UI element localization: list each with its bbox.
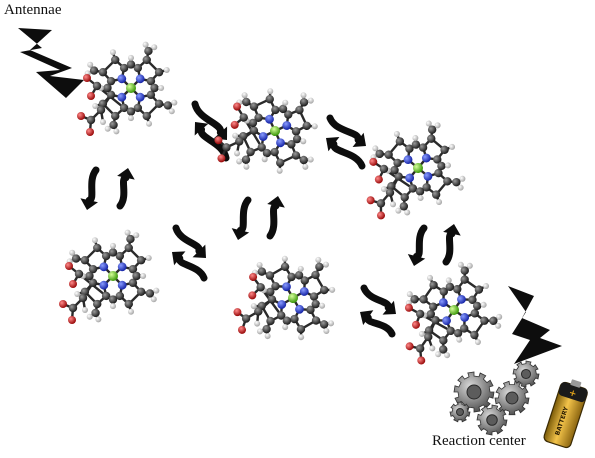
gears-icon [476,404,508,436]
gears-icon [494,380,530,416]
curved-arrow-icon [360,310,396,338]
curved-arrow-icon [326,114,366,147]
light-bolt-icon [508,286,562,364]
curved-arrow-icon [80,166,100,210]
battery-plus-sign: + [567,388,577,400]
curved-arrow-icon [116,168,135,210]
curved-arrow-icon [326,137,366,170]
curved-arrow-icon [231,196,252,240]
reaction-center-illustration: BATTERY+ [449,360,588,449]
chlorophyll-molecule-icon [366,120,466,220]
reaction-center-label: Reaction center [432,433,526,449]
chlorophyll-molecule-icon [233,255,336,341]
gears-icon [512,360,540,388]
curved-arrow-icon [442,224,461,266]
molecules [59,41,503,365]
chlorophyll-molecule-icon [214,88,318,174]
gears-icon [453,371,495,413]
antennae-label: Antennae [4,2,62,18]
curved-arrow-icon [172,251,208,282]
transfer-arrows [18,28,562,364]
curved-arrow-icon [266,196,285,240]
battery-icon: BATTERY+ [543,379,588,449]
gears-icon [449,401,471,423]
chlorophyll-molecule-icon [404,261,503,365]
curved-arrow-icon [194,122,230,162]
curved-arrow-icon [172,224,206,258]
chlorophyll-molecule-icon [59,229,160,324]
curved-arrow-icon [407,224,428,266]
light-bolt-icon [18,28,84,98]
curved-arrow-icon [360,284,396,315]
chlorophyll-molecule-icon [77,41,178,136]
